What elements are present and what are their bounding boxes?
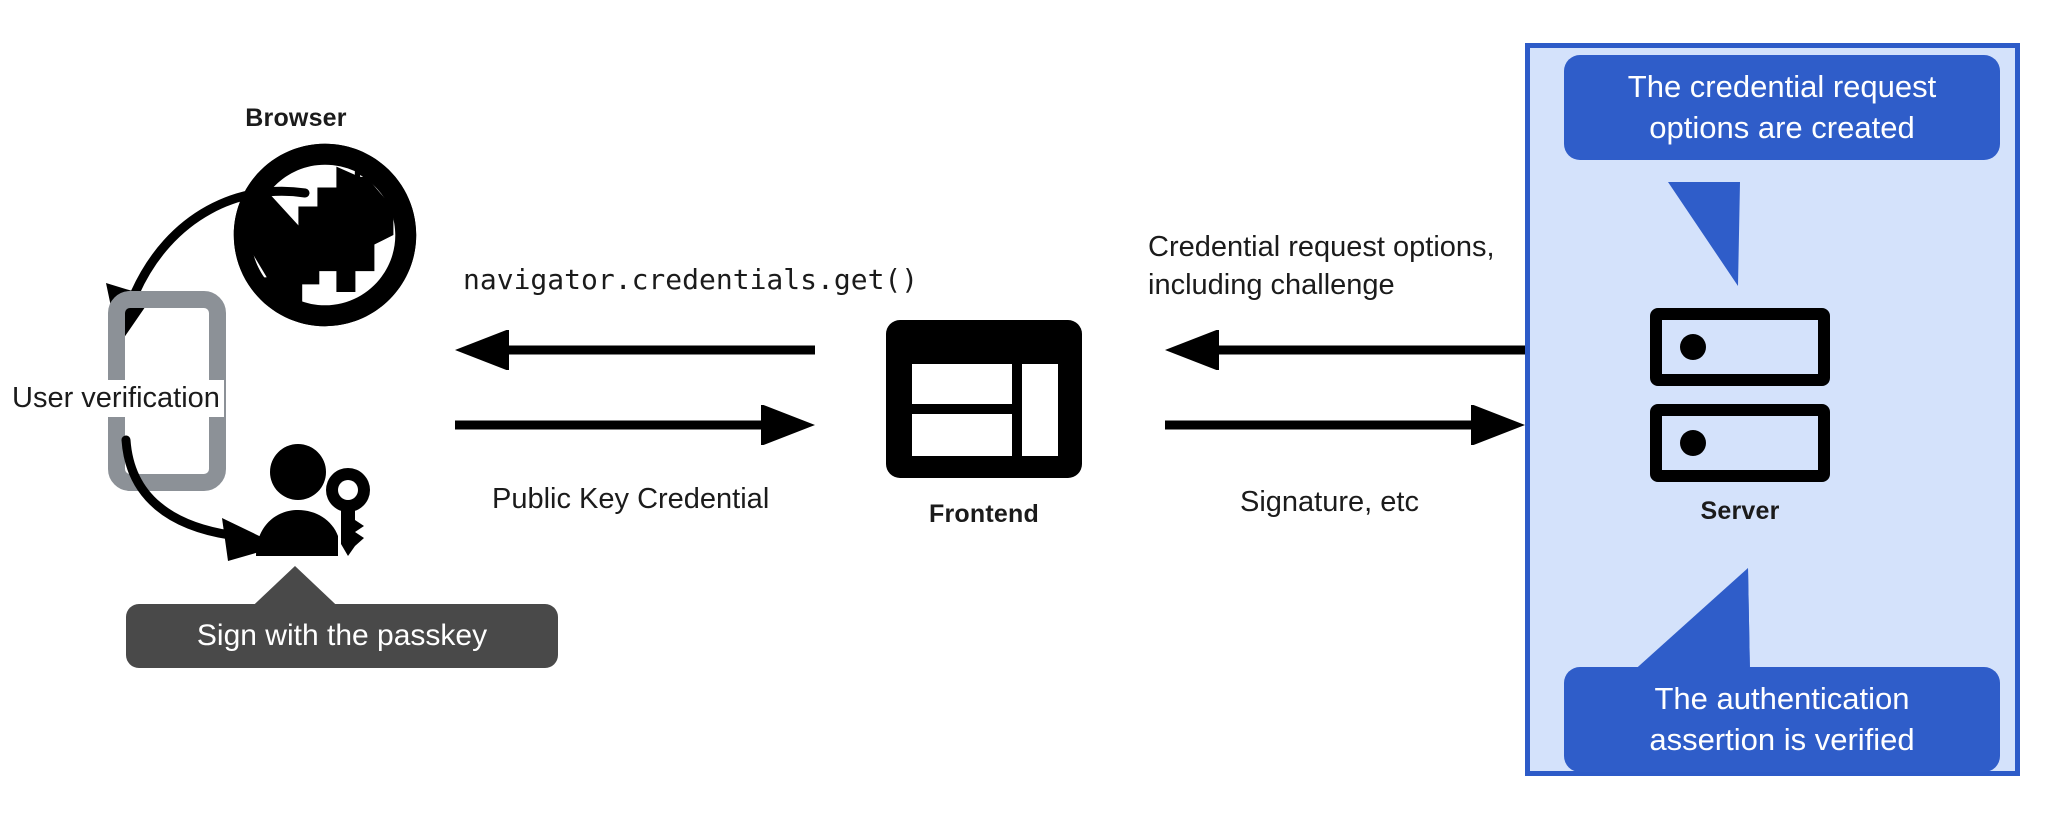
globe-icon [233, 143, 417, 327]
signature-etc-label: Signature, etc [1240, 486, 1419, 518]
server-label: Server [1700, 497, 1780, 525]
server-rack-icon [1650, 308, 1830, 482]
navigator-credentials-get-label: navigator.credentials.get() [463, 263, 919, 296]
user-verification-label: User verification [8, 380, 224, 417]
assertion-verified-callout: The authentication assertion is verified [1564, 667, 2000, 772]
person-with-key-icon [256, 444, 370, 556]
browser-label: Browser [245, 104, 347, 132]
frontend-to-server-arrow [1165, 405, 1525, 445]
public-key-credential-label: Public Key Credential [492, 483, 770, 515]
webpage-layout-icon [886, 320, 1082, 478]
browser-to-frontend-arrow [455, 405, 815, 445]
frontend-label: Frontend [929, 500, 1039, 528]
frontend-to-browser-arrow [455, 330, 815, 370]
server-to-frontend-arrow [1165, 330, 1525, 370]
credential-request-options-label: Credential request options, including ch… [1148, 231, 1495, 302]
sign-with-passkey-callout: Sign with the passkey [126, 604, 558, 668]
credential-options-created-callout: The credential request options are creat… [1564, 55, 2000, 160]
